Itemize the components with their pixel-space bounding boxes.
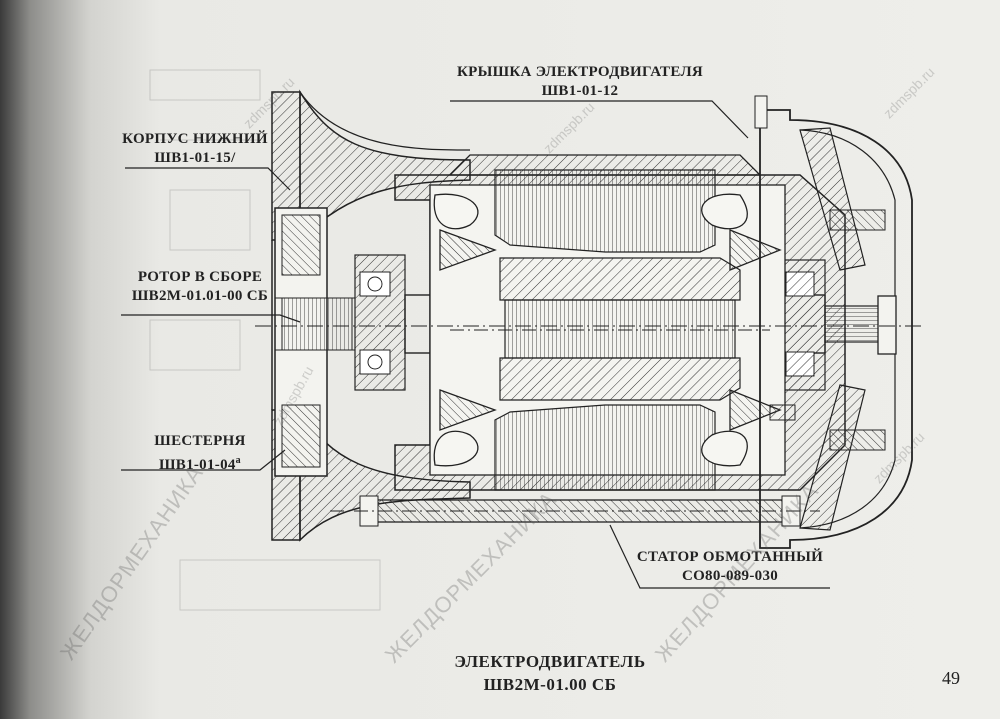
label-stator-code: СО80-089-030 <box>681 568 779 584</box>
stator-core <box>494 169 716 491</box>
label-cover-name: КРЫШКА ЭЛЕКТРОДВИГАТЕЛЯ <box>456 64 704 80</box>
label-housing: КОРПУС НИЖНИЙ ШВ1-01-15/ <box>95 130 295 168</box>
end-cover-fan <box>754 95 913 549</box>
rotor-core <box>450 257 770 401</box>
label-gear: ШЕСТЕРНЯ ШВ1-01-04а <box>100 432 300 475</box>
label-stator-name: СТАТОР ОБМОТАННЫЙ <box>636 549 824 565</box>
label-housing-name: КОРПУС НИЖНИЙ <box>122 131 268 147</box>
label-gear-code-sup: а <box>235 455 241 466</box>
label-gear-name: ШЕСТЕРНЯ <box>154 433 246 449</box>
label-rotor: РОТОР В СБОРЕ ШВ2М-01.01-00 СБ <box>100 268 300 306</box>
label-housing-code: ШВ1-01-15/ <box>154 150 236 166</box>
gear <box>274 207 355 477</box>
drawing-title-line1: ЭЛЕКТРОДВИГАТЕЛЬ <box>454 652 646 671</box>
label-cover-code: ШВ1-01-12 <box>541 83 619 99</box>
leader-lines <box>121 100 830 589</box>
label-gear-code: ШВ1-01-04 <box>159 457 236 473</box>
label-rotor-name: РОТОР В СБОРЕ <box>137 269 263 285</box>
stator-windings <box>433 193 782 467</box>
label-gear-code-line: ШВ1-01-04а <box>100 451 300 475</box>
drawing-title-line2: ШВ2М-01.00 СБ <box>483 675 617 694</box>
lower-housing <box>271 89 471 542</box>
page-number: 49 <box>942 668 960 688</box>
drawing-title: ЭЛЕКТРОДВИГАТЕЛЬ ШВ2М-01.00 СБ <box>400 650 700 696</box>
label-cover: КРЫШКА ЭЛЕКТРОДВИГАТЕЛЯ ШВ1-01-12 <box>430 63 730 101</box>
label-rotor-code: ШВ2М-01.01-00 СБ <box>131 288 269 304</box>
label-stator: СТАТОР ОБМОТАННЫЙ СО80-089-030 <box>610 548 850 586</box>
tie-rod <box>330 495 820 527</box>
